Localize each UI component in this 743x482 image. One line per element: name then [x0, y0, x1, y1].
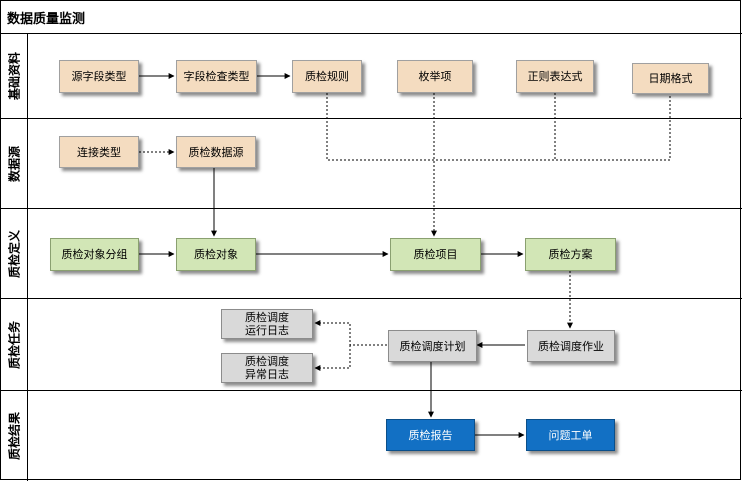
- node-schedule-job[interactable]: 质检调度作业: [527, 330, 615, 362]
- node-check-object[interactable]: 质检对象: [176, 238, 256, 271]
- node-enum-item[interactable]: 枚举项: [397, 60, 473, 93]
- node-check-report[interactable]: 质检报告: [386, 419, 475, 451]
- node-connection-type[interactable]: 连接类型: [59, 136, 139, 168]
- node-error-log[interactable]: 质检调度 异常日志: [221, 353, 313, 383]
- title-bar: 数据质量监测: [1, 1, 742, 34]
- lane-check-task: 质检任务: [1, 299, 742, 391]
- lane-label-check-definition: 质检定义: [7, 229, 22, 278]
- node-check-project[interactable]: 质检项目: [390, 238, 481, 271]
- lane-label-check-task: 质检任务: [7, 320, 22, 369]
- node-issue-ticket[interactable]: 问题工单: [526, 419, 615, 451]
- lane-label-check-result: 质检结果: [7, 411, 22, 461]
- node-check-object-group[interactable]: 质检对象分组: [50, 238, 139, 271]
- lane-check-definition: 质检定义: [1, 209, 742, 299]
- node-run-log[interactable]: 质检调度 运行日志: [221, 309, 313, 339]
- lane-label-cell: 质检定义: [1, 209, 28, 298]
- lane-label-cell: 基础资料: [1, 34, 28, 118]
- node-date-format[interactable]: 日期格式: [632, 63, 709, 94]
- diagram-title: 数据质量监测: [7, 12, 86, 27]
- lane-label-cell: 质检结果: [1, 391, 28, 481]
- node-check-datasource[interactable]: 质检数据源: [176, 136, 256, 168]
- lane-label-datasource: 数据源: [7, 145, 22, 182]
- lane-datasource: 数据源: [1, 119, 742, 209]
- node-source-field-type[interactable]: 源字段类型: [59, 60, 139, 93]
- lane-check-result: 质检结果: [1, 391, 742, 481]
- node-field-check-type[interactable]: 字段检查类型: [176, 60, 257, 93]
- node-check-rule[interactable]: 质检规则: [292, 60, 362, 93]
- lane-label-cell: 数据源: [1, 119, 28, 208]
- node-schedule-plan[interactable]: 质检调度计划: [388, 330, 477, 362]
- lane-label-cell: 质检任务: [1, 299, 28, 390]
- node-regex[interactable]: 正则表达式: [516, 60, 594, 93]
- lane-label-basic-data: 基础资料: [7, 51, 22, 101]
- node-check-scheme[interactable]: 质检方案: [525, 238, 616, 271]
